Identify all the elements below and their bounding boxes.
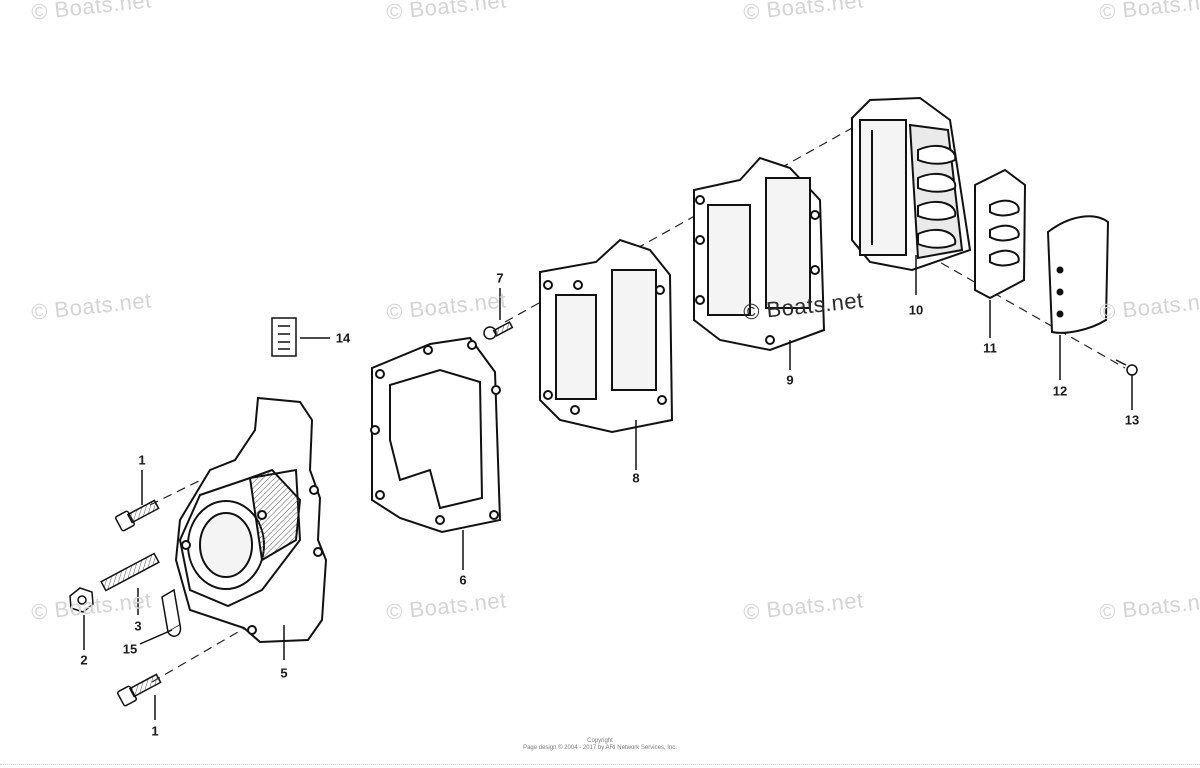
gasket-rear [693,156,826,352]
callout-6[interactable]: 6 [459,572,467,588]
screw [483,321,514,340]
callout-3[interactable]: 3 [134,618,142,634]
callout-14[interactable]: 14 [335,330,351,346]
reed-block [851,96,972,272]
callout-12[interactable]: 12 [1052,383,1068,399]
copyright-line-2: Page design © 2004 - 2017 by ARI Network… [523,745,677,751]
gasket-front [370,336,502,534]
stud [100,552,160,592]
callout-7[interactable]: 7 [496,270,504,286]
copyright-notice: Copyright Page design © 2004 - 2017 by A… [523,738,677,752]
bottom-divider [0,764,1200,765]
clip [161,588,182,637]
stop-plate [1046,215,1110,334]
bolt-upper [115,499,160,532]
spacer-plate [539,238,674,434]
nut [69,587,94,613]
decal [271,317,297,357]
callout-11[interactable]: 11 [983,340,997,356]
callout-9[interactable]: 9 [786,372,794,388]
callout-13[interactable]: 13 [1124,412,1140,428]
callout-5[interactable]: 5 [280,665,288,681]
callout-15[interactable]: 15 [122,641,138,657]
callout-10[interactable]: 10 [908,302,924,318]
small-screw [1115,359,1138,376]
callout-8[interactable]: 8 [632,470,640,486]
copyright-line-1: Copyright [587,738,613,744]
alignment-lines [149,117,1126,683]
bolt-lower [117,673,162,707]
intake-manifold [174,396,328,644]
callout-1-upper[interactable]: 1 [138,452,146,468]
callout-1-lower[interactable]: 1 [151,723,159,739]
reed-petals [974,168,1027,300]
leader-lines [83,255,1133,720]
callout-2[interactable]: 2 [80,652,88,668]
